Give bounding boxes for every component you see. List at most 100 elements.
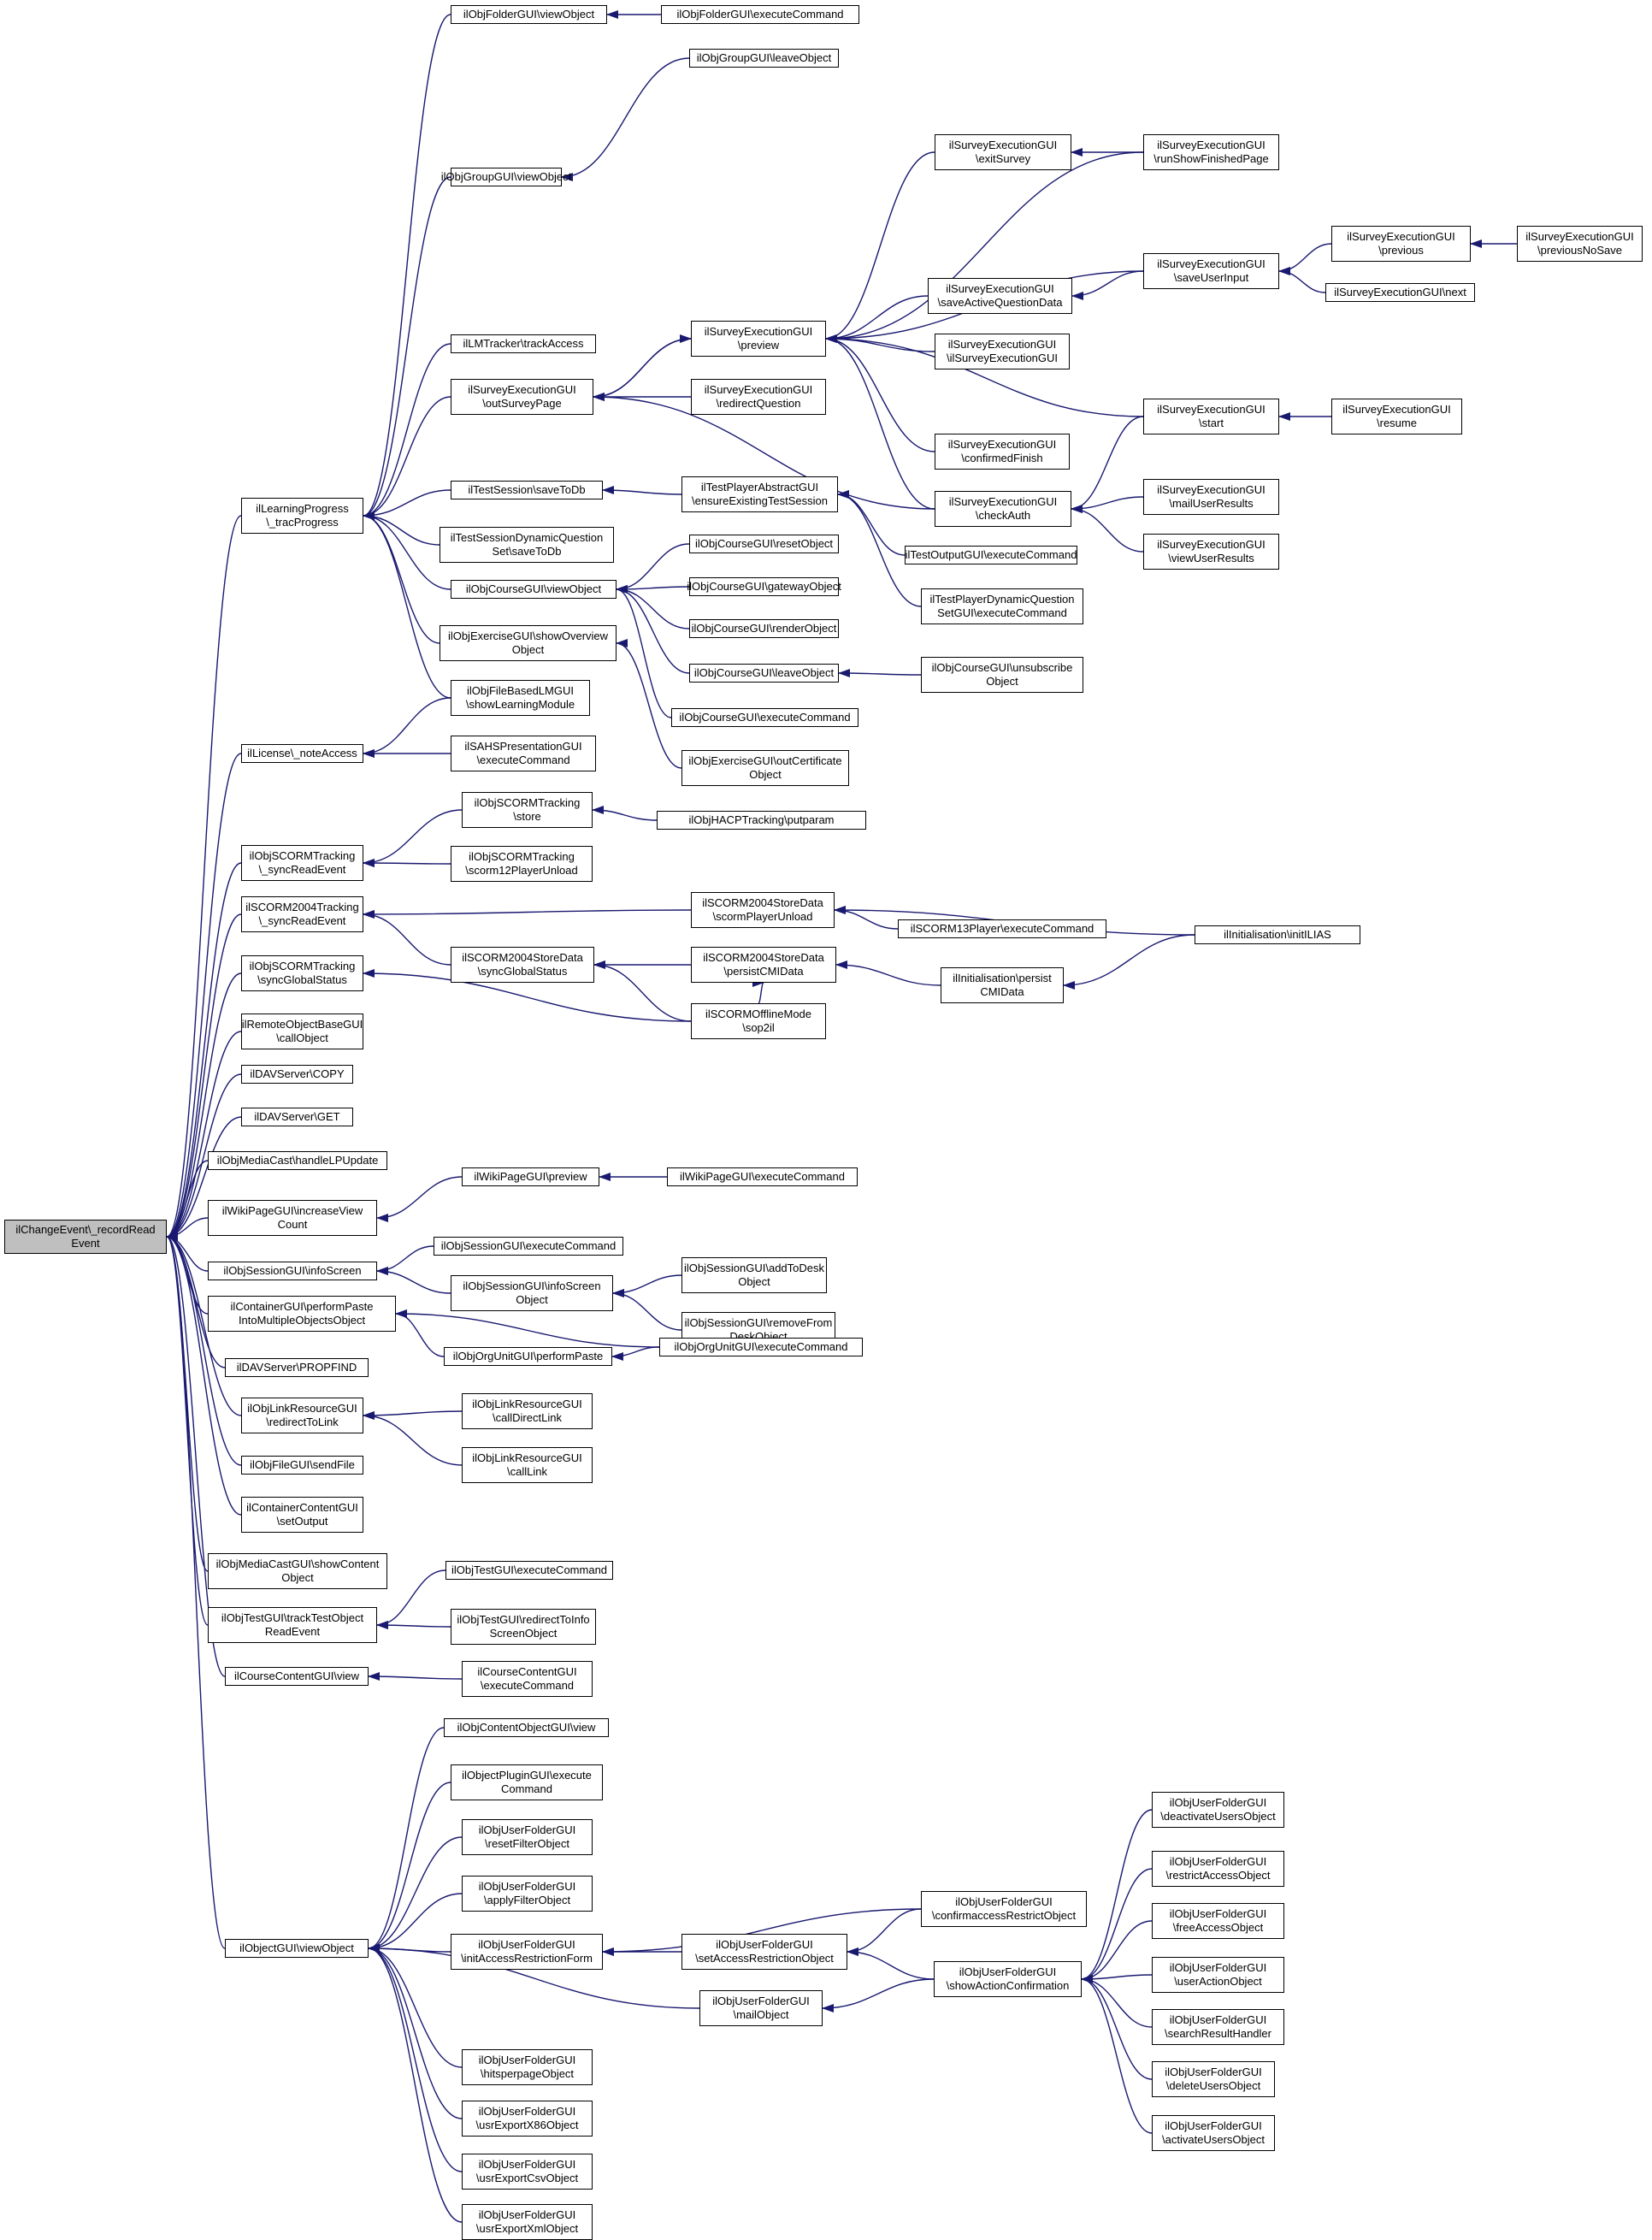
graph-node[interactable]: ilTestSessionDynamicQuestion Set\saveToD… (440, 527, 614, 563)
graph-node[interactable]: ilObjFileBasedLMGUI \showLearningModule (451, 680, 590, 716)
graph-node[interactable]: ilTestPlayerAbstractGUI \ensureExistingT… (681, 476, 838, 512)
graph-node[interactable]: ilObjMediaCast\handleLPUpdate (208, 1151, 387, 1170)
graph-node[interactable]: ilObjCourseGUI\gatewayObject (687, 577, 841, 596)
graph-node[interactable]: ilSurveyExecutionGUI \runShowFinishedPag… (1143, 134, 1279, 170)
graph-node[interactable]: ilObjLinkResourceGUI \callDirectLink (462, 1393, 593, 1429)
graph-node[interactable]: ilDAVServer\COPY (241, 1065, 353, 1084)
graph-node[interactable]: ilObjUserFolderGUI \applyFilterObject (462, 1876, 593, 1912)
graph-node[interactable]: ilObjUserFolderGUI \freeAccessObject (1152, 1903, 1284, 1939)
graph-node[interactable]: ilSurveyExecutionGUI\next (1325, 283, 1475, 302)
graph-node[interactable]: ilObjUserFolderGUI \deactivateUsersObjec… (1152, 1792, 1284, 1828)
graph-node[interactable]: ilObjectPluginGUI\execute Command (451, 1764, 603, 1800)
graph-node[interactable]: ilSurveyExecutionGUI \previousNoSave (1517, 226, 1643, 262)
graph-node[interactable]: ilObjExerciseGUI\showOverview Object (440, 625, 617, 661)
graph-node[interactable]: ilWikiPageGUI\executeCommand (667, 1167, 858, 1186)
graph-node[interactable]: ilObjSCORMTracking \scorm12PlayerUnload (451, 846, 593, 882)
graph-node[interactable]: ilObjUserFolderGUI \initAccessRestrictio… (451, 1934, 603, 1970)
graph-node[interactable]: ilObjUserFolderGUI \hitsperpageObject (462, 2049, 593, 2085)
graph-node[interactable]: ilSCORM2004StoreData \syncGlobalStatus (451, 947, 594, 983)
graph-node[interactable]: ilSurveyExecutionGUI \resume (1331, 399, 1462, 434)
graph-node[interactable]: ilDAVServer\PROPFIND (225, 1358, 369, 1377)
graph-node[interactable]: ilSurveyExecutionGUI \outSurveyPage (451, 379, 593, 415)
graph-node[interactable]: ilCourseContentGUI \executeCommand (462, 1661, 593, 1697)
graph-node[interactable]: ilObjSessionGUI\addToDesk Object (681, 1257, 827, 1293)
graph-node[interactable]: ilObjUserFolderGUI \deleteUsersObject (1152, 2061, 1275, 2097)
graph-node[interactable]: ilTestOutputGUI\executeCommand (905, 546, 1077, 564)
graph-node[interactable]: ilSurveyExecutionGUI \exitSurvey (935, 134, 1071, 170)
graph-node[interactable]: ilObjCourseGUI\executeCommand (671, 708, 858, 727)
graph-node[interactable]: ilObjUserFolderGUI \activateUsersObject (1152, 2115, 1275, 2151)
graph-node[interactable]: ilSurveyExecutionGUI \previous (1331, 226, 1471, 262)
graph-node[interactable]: ilObjTestGUI\trackTestObject ReadEvent (208, 1607, 377, 1643)
graph-node[interactable]: ilObjSCORMTracking \syncGlobalStatus (241, 955, 363, 991)
graph-node[interactable]: ilObjSessionGUI\executeCommand (434, 1237, 623, 1256)
graph-node[interactable]: ilObjSCORMTracking \_syncReadEvent (241, 845, 363, 881)
graph-node[interactable]: ilObjUserFolderGUI \confirmaccessRestric… (921, 1891, 1087, 1927)
graph-node[interactable]: ilSCORM2004StoreData \persistCMIData (691, 947, 836, 983)
graph-node[interactable]: ilObjCourseGUI\viewObject (451, 580, 617, 599)
graph-node[interactable]: ilObjOrgUnitGUI\executeCommand (659, 1338, 863, 1356)
graph-node[interactable]: ilSurveyExecutionGUI \mailUserResults (1143, 479, 1279, 515)
graph-node[interactable]: ilRemoteObjectBaseGUI \callObject (241, 1014, 363, 1049)
graph-node[interactable]: ilSurveyExecutionGUI \redirectQuestion (691, 379, 826, 415)
graph-node[interactable]: ilSurveyExecutionGUI \saveActiveQuestion… (928, 278, 1072, 314)
graph-node[interactable]: ilSCORM13Player\executeCommand (898, 919, 1106, 938)
graph-node[interactable]: ilObjLinkResourceGUI \redirectToLink (241, 1398, 363, 1433)
graph-node[interactable]: ilObjFileGUI\sendFile (241, 1456, 363, 1475)
graph-node[interactable]: ilObjLinkResourceGUI \callLink (462, 1447, 593, 1483)
graph-node[interactable]: ilObjFolderGUI\executeCommand (661, 5, 859, 24)
graph-node[interactable]: ilObjTestGUI\redirectToInfo ScreenObject (451, 1609, 596, 1645)
graph-node[interactable]: ilObjSessionGUI\infoScreen (208, 1262, 377, 1280)
graph-node[interactable]: ilSAHSPresentationGUI \executeCommand (451, 736, 596, 771)
graph-node[interactable]: ilObjCourseGUI\leaveObject (689, 664, 839, 683)
graph-node[interactable]: ilSCORM2004Tracking \_syncReadEvent (241, 896, 363, 932)
graph-node[interactable]: ilTestPlayerDynamicQuestion SetGUI\execu… (921, 588, 1083, 624)
graph-node[interactable]: ilObjCourseGUI\unsubscribe Object (921, 657, 1083, 693)
graph-node[interactable]: ilLMTracker\trackAccess (451, 334, 596, 353)
graph-node[interactable]: ilObjUserFolderGUI \restrictAccessObject (1152, 1851, 1284, 1887)
graph-node[interactable]: ilTestSession\saveToDb (451, 481, 603, 499)
graph-node[interactable]: ilObjUserFolderGUI \usrExportCsvObject (462, 2154, 593, 2190)
graph-node[interactable]: ilObjCourseGUI\resetObject (689, 535, 839, 553)
graph-node[interactable]: ilObjContentObjectGUI\view (444, 1718, 609, 1737)
graph-node[interactable]: ilObjUserFolderGUI \setAccessRestriction… (681, 1934, 847, 1970)
graph-node[interactable]: ilObjUserFolderGUI \userActionObject (1152, 1957, 1284, 1993)
graph-node[interactable]: ilObjUserFolderGUI \resetFilterObject (462, 1819, 593, 1855)
graph-node[interactable]: ilObjFolderGUI\viewObject (451, 5, 607, 24)
graph-node[interactable]: ilDAVServer\GET (241, 1108, 353, 1126)
graph-node[interactable]: ilSurveyExecutionGUI \saveUserInput (1143, 253, 1279, 289)
graph-node[interactable]: ilObjExerciseGUI\outCertificate Object (681, 750, 849, 786)
graph-node[interactable]: ilSurveyExecutionGUI \viewUserResults (1143, 534, 1279, 570)
graph-node[interactable]: ilObjGroupGUI\viewObject (441, 168, 571, 186)
graph-node[interactable]: ilContainerGUI\performPaste IntoMultiple… (208, 1296, 396, 1332)
graph-node[interactable]: ilObjSCORMTracking \store (462, 792, 593, 828)
graph-node[interactable]: ilObjSessionGUI\infoScreen Object (451, 1275, 613, 1311)
graph-node[interactable]: ilSurveyExecutionGUI \checkAuth (935, 491, 1071, 527)
graph-node[interactable]: ilWikiPageGUI\increaseView Count (208, 1200, 377, 1236)
graph-node[interactable]: ilInitialisation\initILIAS (1195, 925, 1360, 944)
graph-node[interactable]: ilSCORMOfflineMode \sop2il (691, 1003, 826, 1039)
graph-node[interactable]: ilSurveyExecutionGUI \start (1143, 399, 1279, 434)
graph-node[interactable]: ilObjUserFolderGUI \usrExportX86Object (462, 2101, 593, 2137)
graph-node[interactable]: ilObjTestGUI\executeCommand (445, 1561, 613, 1580)
graph-node[interactable]: ilCourseContentGUI\view (225, 1667, 369, 1686)
graph-node[interactable]: ilObjOrgUnitGUI\performPaste (444, 1347, 612, 1366)
graph-node[interactable]: ilLearningProgress \_tracProgress (241, 498, 363, 534)
graph-node[interactable]: ilWikiPageGUI\preview (462, 1167, 599, 1186)
graph-root-node[interactable]: ilChangeEvent\_recordRead Event (4, 1220, 167, 1254)
graph-node[interactable]: ilObjMediaCastGUI\showContent Object (208, 1553, 387, 1589)
graph-node[interactable]: ilSurveyExecutionGUI \ilSurveyExecutionG… (935, 334, 1070, 369)
graph-node[interactable]: ilSurveyExecutionGUI \confirmedFinish (935, 434, 1070, 470)
graph-node[interactable]: ilObjUserFolderGUI \mailObject (699, 1990, 823, 2026)
graph-node[interactable]: ilSurveyExecutionGUI \preview (691, 321, 826, 357)
graph-node[interactable]: ilObjHACPTracking\putparam (657, 811, 866, 830)
graph-node[interactable]: ilObjUserFolderGUI \searchResultHandler (1152, 2009, 1284, 2045)
graph-node[interactable]: ilObjCourseGUI\renderObject (689, 619, 839, 638)
graph-node[interactable]: ilObjUserFolderGUI \showActionConfirmati… (934, 1961, 1082, 1997)
graph-node[interactable]: ilInitialisation\persist CMIData (941, 967, 1064, 1003)
graph-node[interactable]: ilObjectGUI\viewObject (225, 1939, 369, 1958)
graph-node[interactable]: ilSCORM2004StoreData \scormPlayerUnload (691, 892, 835, 928)
graph-node[interactable]: ilObjGroupGUI\leaveObject (689, 49, 839, 68)
graph-node[interactable]: ilContainerContentGUI \setOutput (241, 1497, 363, 1533)
graph-node[interactable]: ilLicense\_noteAccess (241, 744, 363, 763)
